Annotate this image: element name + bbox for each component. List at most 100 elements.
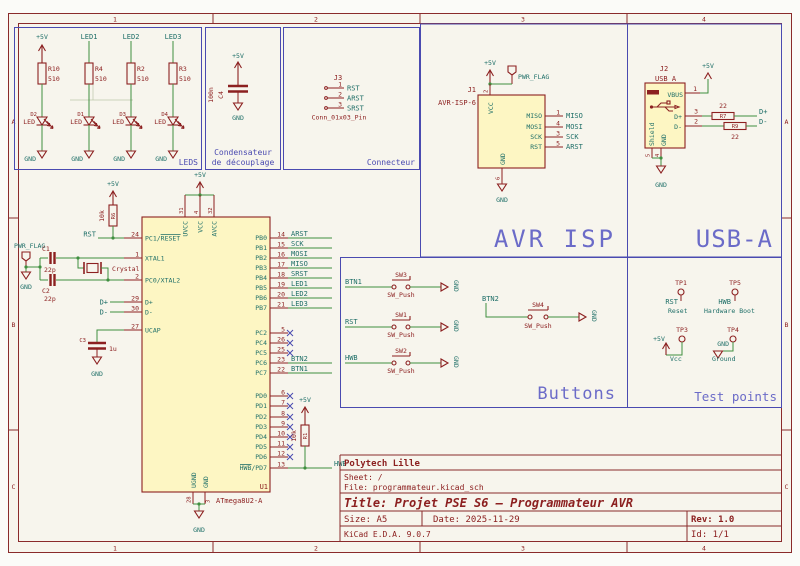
pwr-flag-label[interactable]: PWR_FLAG — [518, 73, 549, 81]
resistor-ref[interactable]: R10 — [48, 65, 60, 73]
power-label-5v[interactable]: +5V — [36, 33, 48, 41]
connector-value[interactable]: USB_A — [655, 75, 677, 83]
test-point[interactable]: TP3 +5V Vcc — [653, 326, 688, 363]
gnd-label[interactable]: GND — [496, 196, 508, 204]
switch-value[interactable]: SW_Push — [387, 291, 414, 299]
led-value[interactable]: LED — [23, 118, 35, 126]
resistor-ref[interactable]: R1 — [303, 433, 309, 440]
push-button[interactable]: RST SW1 SW_Push GND — [345, 311, 460, 339]
pwr-flag-icon[interactable] — [21, 251, 31, 262]
net-label[interactable]: MOSI — [566, 123, 583, 131]
led-ref[interactable]: D1 — [77, 112, 84, 118]
resistor-value[interactable]: 510 — [95, 75, 107, 83]
net-label[interactable]: RST — [347, 85, 360, 93]
capacitor-ref[interactable]: C3 — [79, 338, 86, 344]
power-label-5v[interactable]: +5V — [107, 180, 119, 188]
test-points[interactable]: TP1 RST Reset TP5 HWB Hardware Boot TP3 … — [653, 279, 755, 363]
test-point[interactable]: TP4 GND Ground — [712, 326, 739, 363]
net-label[interactable]: LED2 — [123, 33, 140, 41]
net-label[interactable]: D+ — [759, 108, 767, 116]
connector-ref[interactable]: J2 — [660, 65, 668, 73]
net-label[interactable]: ARST — [291, 230, 309, 238]
mcu-right-pins[interactable]: PB0 14 ARST PB1 15 SCK PB2 16 MOSI PB3 1… — [240, 230, 347, 472]
resistor-value[interactable]: 10k — [98, 210, 106, 222]
power-label-5v[interactable]: +5V — [702, 62, 714, 70]
resistor-ref[interactable]: R4 — [95, 65, 103, 73]
resistor-value[interactable]: 510 — [137, 75, 149, 83]
resistor-value[interactable]: 22 — [731, 133, 739, 141]
net-label[interactable]: BTN1 — [291, 365, 308, 373]
net-label[interactable]: LED1 — [291, 280, 308, 288]
led-symbol[interactable] — [167, 116, 179, 127]
capacitor-value[interactable]: 22p — [44, 295, 56, 303]
tp-value[interactable]: Vcc — [670, 355, 682, 363]
led-ref[interactable]: D3 — [119, 112, 126, 118]
connector-ref[interactable]: J3 — [334, 74, 342, 82]
net-label[interactable]: HWB — [345, 354, 358, 362]
resistor-value[interactable]: 510 — [48, 75, 60, 83]
resistor-value[interactable]: 510 — [179, 75, 191, 83]
net-label[interactable]: LED2 — [291, 290, 308, 298]
net-label[interactable]: +5V — [653, 335, 665, 343]
net-label[interactable]: BTN1 — [345, 278, 362, 286]
gnd-label[interactable]: GND — [452, 320, 460, 332]
switch-ref[interactable]: SW1 — [395, 311, 407, 319]
gnd-label[interactable]: GND — [655, 181, 667, 189]
decoupling-capacitor[interactable]: +5V C4 100n GND — [207, 52, 248, 122]
resistor-ref[interactable]: R2 — [137, 65, 145, 73]
net-label[interactable]: MISO — [291, 260, 308, 268]
switch-ref[interactable]: SW2 — [395, 347, 407, 355]
capacitor-ref[interactable]: C2 — [42, 287, 50, 295]
gnd-label[interactable]: GND — [113, 155, 125, 163]
tp-ref[interactable]: TP5 — [729, 279, 741, 287]
led-symbol[interactable] — [36, 116, 48, 127]
switch-ref[interactable]: SW3 — [395, 271, 407, 279]
avr-isp-header[interactable]: +5V PWR_FLAG 2 J1 AVR-ISP-6 VCC MISO 1 M… — [438, 59, 584, 204]
push-button[interactable]: BTN1 SW3 SW_Push GND — [345, 271, 460, 299]
net-label[interactable]: MISO — [566, 112, 583, 120]
test-point[interactable]: TP5 HWB Hardware Boot — [704, 279, 755, 315]
net-label[interactable]: D- — [100, 309, 108, 317]
net-label[interactable]: SCK — [566, 133, 579, 141]
resistor-ref[interactable]: R3 — [179, 65, 187, 73]
capacitor-value[interactable]: 100n — [207, 87, 215, 103]
tp-value[interactable]: Reset — [668, 307, 688, 315]
led-ref[interactable]: D2 — [30, 112, 37, 118]
reset-crystal-circuit[interactable]: +5V 10k R6 RST PWR_FLAG GND C1 22p Cry — [14, 180, 139, 378]
resistor-ref[interactable]: R6 — [111, 213, 117, 220]
led-column[interactable]: LED1 R4 510 D1 LED GND — [70, 33, 107, 163]
net-label[interactable]: D- — [759, 118, 767, 126]
switch-value[interactable]: SW_Push — [387, 331, 414, 339]
connector-value[interactable]: Conn_01x03_Pin — [312, 114, 367, 122]
net-label[interactable]: ARST — [566, 143, 584, 151]
mcu-atmega8u2[interactable]: +5V 31 4 32 UVCC VCC AVCC 24 PC1/RESET 1… — [100, 171, 347, 534]
tp-ref[interactable]: TP4 — [727, 326, 739, 334]
net-label[interactable]: RST — [345, 318, 358, 326]
pwr-flag-label[interactable]: PWR_FLAG — [14, 242, 45, 250]
resistor-ref[interactable]: R9 — [732, 124, 739, 130]
buttons-circuit[interactable]: BTN1 SW3 SW_Push GND RST SW1 SW_Push GND… — [345, 271, 598, 375]
net-label[interactable]: HWB — [718, 298, 731, 306]
pwr-flag-icon[interactable] — [507, 65, 517, 76]
gnd-label[interactable]: GND — [232, 114, 244, 122]
capacitor-value[interactable]: 1u — [109, 345, 117, 353]
tp-value[interactable]: Hardware Boot — [704, 307, 755, 315]
led-symbol[interactable] — [83, 116, 95, 127]
net-label[interactable]: GND — [717, 340, 729, 348]
test-point[interactable]: TP1 RST Reset — [665, 279, 687, 315]
capacitor-ref[interactable]: C4 — [217, 91, 225, 99]
gnd-label[interactable]: GND — [155, 155, 167, 163]
usb-a-port[interactable]: J2 USB_A VBUS 1 +5V D+ 3 R7 22 D+ D- 2 R… — [644, 62, 767, 189]
gnd-label[interactable]: GND — [71, 155, 83, 163]
hwb-pullup[interactable]: +5V 10k R1 — [290, 396, 311, 470]
net-label[interactable]: MOSI — [291, 250, 308, 258]
led-symbol[interactable] — [125, 116, 137, 127]
led-value[interactable]: LED — [154, 118, 166, 126]
power-label-5v[interactable]: +5V — [232, 52, 244, 60]
mcu-ref[interactable]: U1 — [260, 483, 268, 491]
net-label[interactable]: BTN2 — [482, 295, 499, 303]
net-label[interactable]: D+ — [100, 299, 108, 307]
gnd-label[interactable]: GND — [24, 155, 36, 163]
switch-value[interactable]: SW_Push — [387, 367, 414, 375]
